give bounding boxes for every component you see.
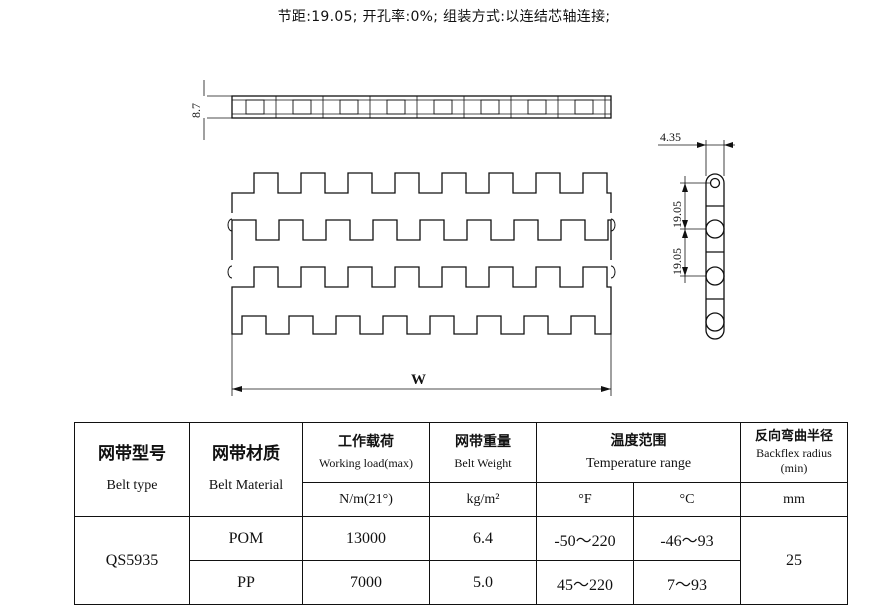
- edge-link-slot: [245, 99, 265, 115]
- header-working-load-en: Working load(max): [318, 456, 413, 471]
- header-working-load-zh: 工作载荷: [338, 433, 394, 450]
- header-belt-weight-en: Belt Weight: [454, 456, 512, 471]
- header-working-load: 工作载荷 Working load(max): [302, 422, 430, 483]
- belt-plan-view: [227, 172, 616, 335]
- belt-edge-view: [231, 95, 612, 119]
- edge-link-slot: [480, 99, 500, 115]
- plan-link-row: [231, 172, 612, 213]
- table-row: QS5935 POM 13000 6.4 -50～220 -46～93 25: [74, 516, 848, 605]
- dim-side-top-label: 4.35: [660, 130, 681, 144]
- header-temperature-range-zh: 温度范围: [610, 433, 667, 449]
- cell-temp-f: -50～220: [536, 516, 634, 561]
- plan-link-row: [231, 307, 612, 335]
- belt-side-view: [705, 173, 725, 340]
- unit-temp-c: °C: [633, 482, 741, 517]
- header-backflex-radius-en2: (min): [780, 460, 808, 475]
- header-belt-weight-zh: 网带重量: [455, 433, 511, 450]
- unit-working-load: N/m(21°): [302, 482, 430, 517]
- plan-edge-bump: [227, 265, 233, 279]
- cell-belt-model: QS5935: [74, 516, 190, 605]
- edge-outline: [231, 95, 612, 119]
- header-belt-weight: 网带重量 Belt Weight: [429, 422, 537, 483]
- dim-width-label: W: [411, 372, 426, 388]
- table-row: PP 7000 5.0 45～220 7～93: [75, 560, 848, 605]
- plan-edge-bump: [227, 218, 233, 232]
- width-dimension: [231, 334, 612, 396]
- dim-side-pitch-2-label: 19.05: [670, 248, 684, 275]
- thickness-dimension: [203, 80, 232, 140]
- plan-link-row: [231, 219, 612, 260]
- spec-summary-line: 节距:19.05; 开孔率:0%; 组装方式:以连结芯轴连接;: [277, 9, 611, 25]
- header-belt-type-en: Belt type: [106, 478, 158, 494]
- header-temperature-range-en: Temperature range: [585, 455, 692, 471]
- dim-thickness-label: 8.7: [189, 103, 203, 118]
- belt-technical-drawing: 8.7 W 4.35 19.05 19.05: [189, 80, 735, 396]
- plan-link-row: [231, 266, 612, 307]
- header-backflex-radius: 反向弯曲半径 Backflex radius (min): [740, 422, 848, 483]
- unit-belt-weight: kg/m²: [429, 482, 537, 517]
- edge-link-slot: [386, 99, 406, 115]
- dim-side-pitch-1-label: 19.05: [670, 201, 684, 228]
- header-belt-material-en: Belt Material: [208, 478, 284, 494]
- cell-working-load: 7000: [302, 560, 430, 605]
- header-belt-type: 网带型号 Belt type: [74, 422, 190, 517]
- plan-edge-bump: [610, 265, 616, 279]
- cell-temp-c: -46～93: [633, 516, 741, 561]
- edge-link-slot: [574, 99, 594, 115]
- header-backflex-radius-zh: 反向弯曲半径: [754, 429, 833, 445]
- edge-link-slot: [339, 99, 359, 115]
- unit-backflex-radius: mm: [740, 482, 848, 517]
- header-backflex-radius-en: Backflex radius: [756, 445, 832, 460]
- cell-belt-weight: 6.4: [429, 516, 537, 561]
- cell-material: PP: [189, 560, 303, 605]
- header-belt-material: 网带材质 Belt Material: [189, 422, 303, 517]
- cell-temp-f: 45～220: [536, 560, 634, 605]
- header-temperature-range: 温度范围 Temperature range: [536, 422, 741, 483]
- cell-backflex-radius: 25: [740, 516, 848, 605]
- plan-edge-bump: [610, 218, 616, 232]
- edge-link-slot: [527, 99, 547, 115]
- header-belt-material-zh: 网带材质: [212, 444, 280, 465]
- edge-link-slot: [292, 99, 312, 115]
- side-dimensions: [658, 140, 735, 283]
- cell-working-load: 13000: [302, 516, 430, 561]
- edge-link-slot: [433, 99, 453, 115]
- cell-temp-c: 7～93: [633, 560, 741, 605]
- belt-spec-table: 网带型号 Belt type 网带材质 Belt Material 工作载荷 W…: [74, 422, 848, 605]
- cell-belt-weight: 5.0: [429, 560, 537, 605]
- cell-material: POM: [189, 516, 303, 561]
- unit-temp-f: °F: [536, 482, 634, 517]
- header-belt-type-zh: 网带型号: [98, 444, 166, 465]
